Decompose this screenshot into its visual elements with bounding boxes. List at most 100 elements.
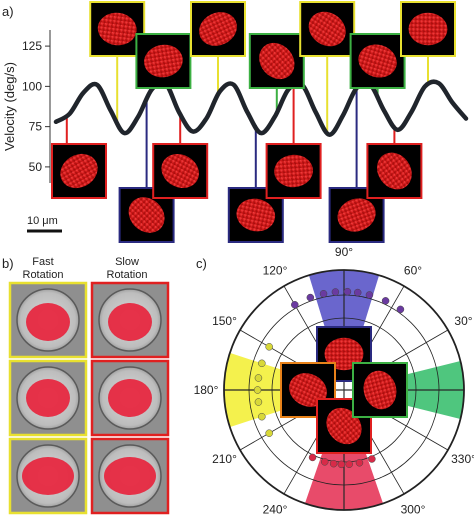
panel-b: b) Fast Rotation Slow Rotation — [2, 256, 170, 515]
marker-cell-6-border — [227, 187, 284, 243]
polar-point-8 — [291, 301, 299, 309]
brightfield-cell-fast-2-nucleus — [22, 457, 74, 495]
brightfield-cell-slow-2-border — [90, 437, 170, 515]
panel-b-label: b) — [2, 256, 14, 271]
marker-cell-13-border — [400, 1, 456, 57]
marker-cell-1-nucleus — [97, 12, 137, 46]
brightfield-cell-fast-2-border — [8, 437, 88, 515]
marker-cell-5-border — [190, 1, 246, 57]
marker-cell-11 — [349, 33, 406, 89]
brightfield-cell-fast-0 — [8, 281, 88, 359]
marker-cell-13-nucleus — [408, 12, 448, 46]
polar-point-17 — [320, 458, 329, 466]
marker-cell-10-border — [328, 187, 385, 243]
marker-cell-2 — [118, 187, 175, 243]
polar-point-2 — [365, 291, 374, 299]
polar-point-12 — [253, 386, 262, 394]
brightfield-cell-slow-2-nucleus — [104, 457, 156, 495]
marker-cell-9-nucleus — [308, 11, 346, 47]
brightfield-cell-slow-1-nucleus — [108, 379, 152, 417]
marker-cell-9 — [299, 1, 356, 57]
marker-cell-8-border — [265, 143, 322, 199]
angle-label-300: 300° — [401, 503, 426, 517]
marker-cell-4-nucleus — [161, 154, 199, 188]
angle-label-180: 180° — [194, 383, 219, 397]
panel-b-cell-grid — [8, 281, 170, 515]
panel-a-cell-images — [51, 1, 456, 243]
polar-point-1 — [381, 297, 390, 305]
brightfield-cell-slow-1-border — [90, 359, 170, 437]
marker-cell-8 — [265, 143, 322, 199]
panel-a-velocity-curve — [53, 79, 469, 137]
marker-cell-13 — [400, 1, 456, 57]
marker-cell-1 — [89, 1, 146, 57]
polar-point-0 — [396, 305, 405, 314]
marker-cell-5-nucleus — [199, 12, 237, 46]
marker-cell-2-border — [118, 187, 175, 243]
polar-point-20 — [345, 460, 353, 468]
angle-label-60: 60° — [404, 263, 422, 277]
inset-cell-0 — [352, 362, 408, 418]
marker-cell-4-border — [152, 143, 209, 199]
brightfield-cell-fast-2 — [8, 437, 88, 515]
y-tick-label-125: 125 — [22, 39, 42, 53]
polar-point-4 — [343, 287, 352, 296]
marker-cell-3-border — [135, 33, 192, 89]
inset-cell-90-border — [316, 326, 372, 382]
polar-point-7 — [306, 293, 315, 302]
polar-point-22 — [368, 455, 376, 463]
marker-cell-12-border — [366, 143, 423, 199]
marker-cell-0 — [51, 143, 107, 199]
panel-c: c) 0°30°60°90°120°150°180°210°240°270°30… — [194, 245, 474, 517]
marker-cell-4 — [152, 143, 209, 199]
brightfield-cell-slow-1 — [90, 359, 170, 437]
marker-cell-11-border — [349, 33, 406, 89]
marker-cell-2-nucleus — [128, 197, 165, 233]
brightfield-cell-fast-0-nucleus — [26, 303, 70, 341]
panel-a-label: a) — [2, 4, 14, 19]
polar-point-19 — [337, 460, 346, 469]
marker-cell-3 — [135, 33, 192, 89]
marker-cell-7 — [248, 33, 305, 89]
polar-point-18 — [329, 459, 338, 468]
y-tick-label-100: 100 — [22, 79, 42, 93]
marker-cell-0-nucleus — [60, 153, 98, 189]
brightfield-cell-fast-0-border — [8, 281, 88, 359]
fast-rotation-label-line2: Rotation — [23, 269, 64, 281]
polar-point-6 — [319, 290, 328, 298]
brightfield-cell-fast-1-nucleus — [26, 379, 70, 417]
panel-c-label: c) — [196, 256, 207, 271]
polar-point-5 — [331, 288, 340, 296]
polar-point-16 — [308, 453, 317, 462]
angle-label-240: 240° — [263, 503, 288, 517]
panel-a-y-ticks: 50 75 100 125 — [22, 39, 50, 174]
marker-cell-7-nucleus — [259, 42, 295, 80]
marker-cell-6-nucleus — [236, 198, 276, 232]
marker-cell-7-border — [248, 33, 305, 89]
inset-cell-0-nucleus — [363, 370, 397, 410]
marker-cell-11-nucleus — [358, 44, 397, 78]
scale-bar-label: 10 μm — [27, 215, 58, 227]
inset-cell-180-border — [280, 362, 336, 418]
polar-point-10 — [258, 359, 266, 368]
brightfield-cell-fast-1 — [8, 359, 88, 437]
angle-label-120: 120° — [263, 263, 288, 277]
y-tick-label-75: 75 — [29, 120, 43, 134]
marker-cell-0-border — [51, 143, 107, 199]
marker-cell-3-nucleus — [144, 44, 183, 78]
slow-rotation-label-line1: Slow — [115, 256, 139, 268]
slow-rotation-label-line2: Rotation — [107, 269, 148, 281]
polar-point-3 — [353, 288, 362, 297]
brightfield-cell-slow-0-border — [90, 281, 170, 359]
polar-inset-cells — [280, 326, 408, 454]
polar-point-15 — [265, 429, 273, 437]
marker-cell-9-border — [299, 1, 356, 57]
polar-point-11 — [254, 374, 263, 382]
y-tick-label-50: 50 — [29, 160, 43, 174]
brightfield-cell-slow-0 — [90, 281, 170, 359]
panel-a-markers — [65, 57, 429, 188]
inset-cell-0-border — [352, 362, 408, 418]
